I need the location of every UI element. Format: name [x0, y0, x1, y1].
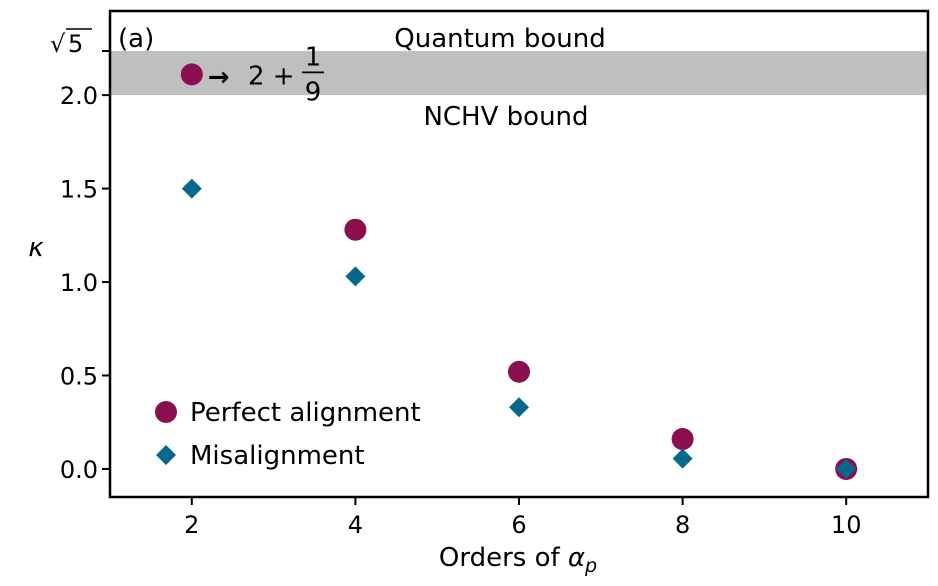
y-tick-label: 0.0 [60, 456, 98, 484]
x-tick-label: 8 [675, 511, 690, 539]
x-tick-label: 4 [348, 511, 363, 539]
nchv-bound-label: NCHV bound [423, 102, 588, 132]
radicand: 5 [68, 30, 83, 58]
x-tick-label: 10 [831, 511, 862, 539]
arrow-glyph: → [208, 62, 230, 92]
limit-annotation: → 2 + 1 9 [208, 42, 324, 107]
x-axis-label-symbol: α [568, 543, 585, 573]
radical-sign: √ [50, 30, 66, 58]
x-axis-label-prefix: Orders of [439, 543, 568, 573]
limit-whole: 2 + [248, 61, 295, 91]
legend-label: Misalignment [190, 441, 365, 471]
sqrt5-tick-label: √ 5 [50, 28, 92, 58]
x-tick-label: 2 [184, 511, 199, 539]
x-axis-label-text: Orders of αp [439, 543, 597, 577]
quantum-bound-label: Quantum bound [394, 24, 606, 54]
bound-band [110, 51, 928, 96]
point-perfect-alignment [508, 360, 530, 383]
marks-layer [180, 63, 858, 480]
y-tick-label: 1.0 [60, 269, 98, 297]
limit-denominator: 9 [305, 77, 322, 107]
legend-label: Perfect alignment [190, 398, 421, 428]
limit-numerator: 1 [305, 42, 322, 72]
y-tick-label: 0.5 [60, 363, 98, 391]
panel-label: (a) [118, 24, 154, 54]
x-tick-label: 6 [511, 511, 526, 539]
point-misalignment [181, 178, 202, 199]
point-perfect-alignment [671, 428, 694, 451]
x-axis-label-sub: p [584, 555, 597, 577]
point-misalignment [836, 458, 857, 479]
legend-marker-diamond [156, 445, 176, 465]
ticks-layer: 2 4 6 8 10 0.0 0.5 1.0 1.5 2.0 [60, 50, 862, 539]
y-tick-label: 2.0 [60, 82, 98, 110]
point-perfect-alignment [344, 218, 367, 241]
y-axis-label: κ [28, 233, 44, 263]
band-layer [110, 51, 928, 96]
point-misalignment [509, 397, 529, 418]
x-axis-label: Orders of αp [439, 543, 597, 577]
y-tick-label: 1.5 [60, 176, 98, 204]
point-misalignment [345, 266, 366, 287]
plot-frame [108, 9, 930, 499]
point-misalignment [672, 448, 693, 469]
point-perfect-alignment [180, 63, 203, 86]
legend-marker-circle [155, 401, 177, 423]
